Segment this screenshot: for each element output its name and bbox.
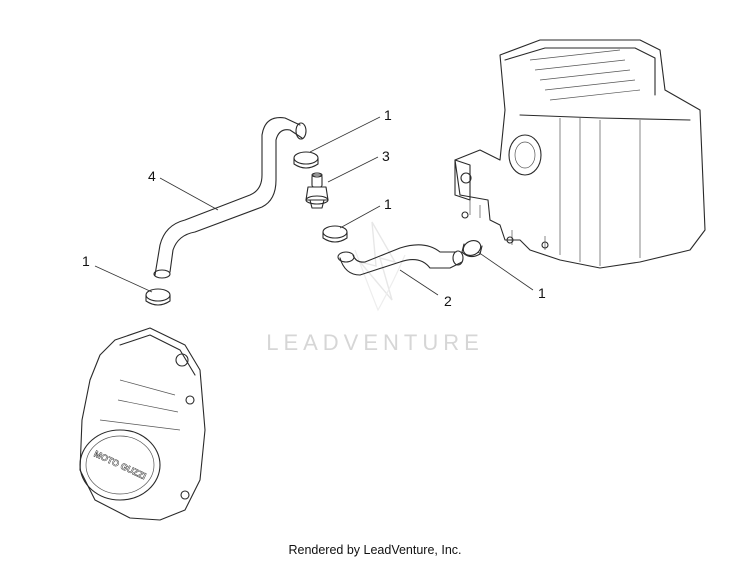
hose-part-2 (337, 244, 464, 276)
callout-1-left: 1 (82, 253, 90, 269)
hose-clamp-mid (322, 225, 348, 243)
watermark-text: LEADVENTURE (266, 330, 484, 355)
callout-1-right: 1 (538, 285, 546, 301)
hose-clamp-left (145, 288, 171, 306)
hose-part-4 (153, 117, 307, 279)
leader-lines (94, 116, 534, 296)
watermark-logo (354, 221, 406, 312)
breather-valve-part-3 (305, 172, 329, 209)
callout-4: 4 (148, 168, 156, 184)
callout-1-top: 1 (384, 107, 392, 123)
hose-clamp-top (293, 151, 319, 169)
callout-2: 2 (444, 293, 452, 309)
hose-clamp-right (461, 240, 483, 258)
engine-cover-brand: MOTO GUZZI (92, 449, 147, 482)
callout-1-mid: 1 (384, 196, 392, 212)
engine-cover: MOTO GUZZI (79, 327, 206, 521)
footer-credit: Rendered by LeadVenture, Inc. (288, 543, 462, 557)
airbox-assembly (454, 39, 706, 269)
callout-3: 3 (382, 148, 390, 164)
